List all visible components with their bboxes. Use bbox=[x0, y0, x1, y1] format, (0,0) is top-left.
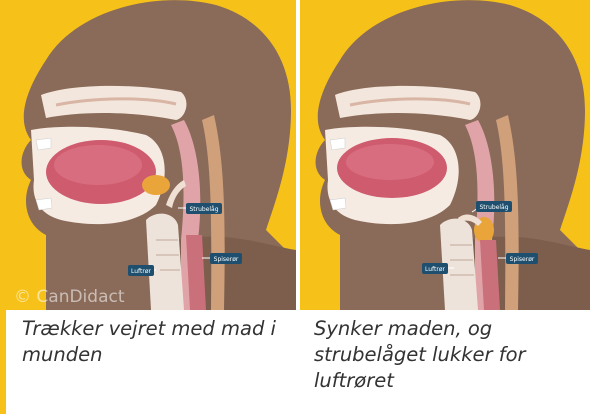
food-bolus bbox=[142, 175, 170, 195]
label-epiglottis: Strubelåg bbox=[472, 201, 512, 212]
svg-text:Strubelåg: Strubelåg bbox=[479, 204, 508, 211]
svg-text:Strubelåg: Strubelåg bbox=[189, 206, 218, 213]
watermark: © CanDidact bbox=[14, 287, 125, 307]
svg-text:Luftrør: Luftrør bbox=[131, 268, 152, 275]
svg-text:Spiserør: Spiserør bbox=[510, 256, 535, 263]
caption-breathing: Trækker vejret med mad i munden bbox=[22, 316, 294, 368]
anatomy-illustration-breathing: Strubelåg Luftrør Spiserør © CanDidact bbox=[6, 0, 296, 310]
diagram-swallowing: Strubelåg Luftrør Spiserør bbox=[300, 0, 590, 310]
svg-text:Luftrør: Luftrør bbox=[425, 266, 446, 273]
diagram-breathing: Strubelåg Luftrør Spiserør © CanDidact bbox=[6, 0, 296, 310]
anatomy-illustration-swallowing: Strubelåg Luftrør Spiserør bbox=[300, 0, 590, 310]
caption-swallowing: Synker maden, og strubelåget lukker for … bbox=[314, 316, 586, 394]
svg-text:Spiserør: Spiserør bbox=[214, 256, 239, 263]
